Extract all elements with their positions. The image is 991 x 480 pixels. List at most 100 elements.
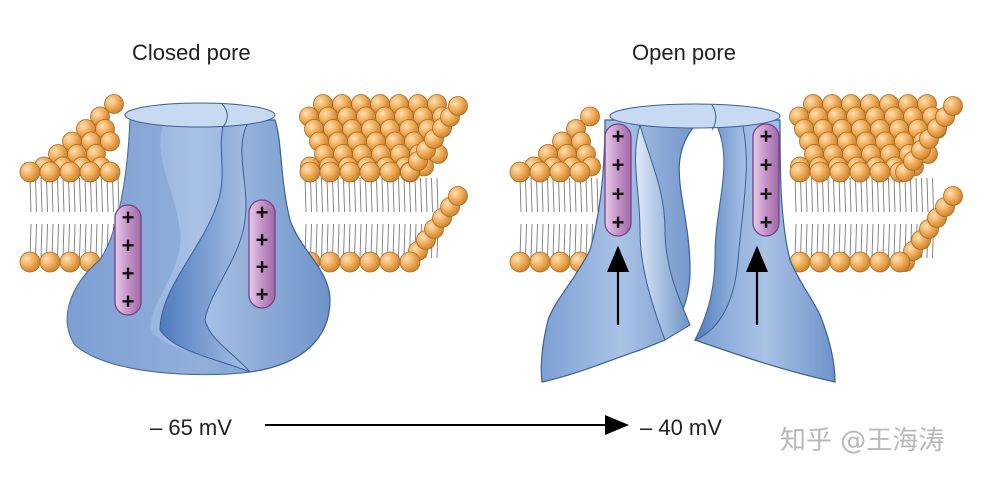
lipid-tail xyxy=(343,177,345,213)
lipid-tail xyxy=(899,177,901,213)
lipid-head xyxy=(869,161,891,183)
positive-charge: + xyxy=(760,153,773,178)
closed-sensor-left: ++++ xyxy=(114,204,142,316)
closed-top-cleft xyxy=(221,103,228,129)
lipid-tail xyxy=(893,223,896,259)
lipid-tail xyxy=(921,177,923,213)
lipid-tail xyxy=(365,177,367,213)
lipid-tail xyxy=(332,177,334,213)
positive-charge: + xyxy=(256,255,269,280)
lipid-tail xyxy=(425,177,428,213)
lipid-tail xyxy=(326,177,329,213)
lipid-tail xyxy=(910,177,912,213)
lipid-tail xyxy=(62,223,65,259)
lipid-tail xyxy=(822,177,824,213)
positive-charge: + xyxy=(256,200,269,225)
lipid-head xyxy=(829,251,851,273)
lipid-head xyxy=(849,251,871,273)
lipid-head xyxy=(809,161,831,183)
lipid-tail xyxy=(800,177,802,213)
lipid-tail xyxy=(574,177,577,213)
lipid-tail xyxy=(84,223,87,259)
lipid-tail xyxy=(844,177,846,213)
lipid-tail xyxy=(68,177,70,213)
lipid-tail xyxy=(536,177,538,213)
lipid-head xyxy=(789,161,811,183)
lipid-tail xyxy=(35,177,37,213)
lipid-tail xyxy=(73,177,76,213)
lipid-tail xyxy=(838,177,841,213)
open-sensor-left: ++++ xyxy=(604,123,632,237)
sensor-helix xyxy=(604,123,632,237)
closed-pore-inner xyxy=(159,117,251,373)
lipid-head xyxy=(943,186,963,206)
lipid-head xyxy=(359,251,381,273)
lipid-tail xyxy=(112,177,114,213)
sensor-helix xyxy=(752,123,780,237)
lipid-head xyxy=(569,161,591,183)
closed-sensor-right: ++++ xyxy=(248,199,276,309)
positive-charge: + xyxy=(122,205,135,230)
lipid-tail xyxy=(866,177,868,213)
lipid-tail xyxy=(871,223,874,259)
lipid-tail xyxy=(46,177,48,213)
lipid-tail xyxy=(310,177,312,213)
lipid-head xyxy=(19,161,41,183)
lipid-head xyxy=(319,251,341,273)
lipid-tail xyxy=(354,223,356,259)
lipid-tail xyxy=(525,223,527,259)
lipid-head xyxy=(448,186,468,206)
lipid-tail xyxy=(343,223,345,259)
lipid-tail xyxy=(888,177,890,213)
closed-channel-top xyxy=(124,102,276,128)
lipid-head xyxy=(549,161,571,183)
lipid-tail xyxy=(855,177,857,213)
lipid-tail xyxy=(833,223,835,259)
lipid-tail xyxy=(915,177,918,213)
lipid-head xyxy=(104,94,124,114)
positive-charge: + xyxy=(122,289,135,314)
positive-charge: + xyxy=(760,210,773,235)
positive-charge: + xyxy=(256,282,269,307)
open-channel-top xyxy=(609,103,781,129)
depolarized-voltage-label: – 40 mV xyxy=(640,415,722,440)
lipid-tail xyxy=(547,223,549,259)
lipid-tail xyxy=(403,223,406,259)
lipid-tail xyxy=(833,177,835,213)
lipid-tail xyxy=(811,177,813,213)
lipid-head xyxy=(19,251,41,273)
open-top-cleft xyxy=(711,104,717,131)
lipid-tail xyxy=(414,177,417,213)
lipid-tail xyxy=(888,223,890,259)
lipid-tail xyxy=(381,223,384,259)
lipid-head xyxy=(59,251,81,273)
lipid-tail xyxy=(387,177,389,213)
lipid-tail xyxy=(101,223,103,259)
resting-voltage-label: – 65 mV xyxy=(150,415,232,440)
lipid-tail xyxy=(321,177,323,213)
lipid-head xyxy=(379,251,401,273)
lipid-tail xyxy=(569,177,571,213)
lipid-head xyxy=(100,131,120,152)
lipid-head xyxy=(59,161,81,183)
lipid-tail xyxy=(370,177,373,213)
positive-charge: + xyxy=(256,227,269,252)
lipid-tail xyxy=(794,177,797,213)
positive-charge: + xyxy=(122,233,135,258)
sensor-movement-arrows xyxy=(607,245,768,325)
lipid-tail xyxy=(580,177,582,213)
lipid-head xyxy=(943,96,963,116)
lipid-head xyxy=(399,251,421,273)
lipid-tail xyxy=(871,177,874,213)
voltage-sensors: ++++++++++++++++ xyxy=(114,123,780,316)
lipid-head xyxy=(869,251,891,273)
lipid-tail xyxy=(420,177,422,213)
lipid-head xyxy=(339,251,361,273)
positive-charge: + xyxy=(612,153,625,178)
lipid-tail xyxy=(376,177,378,213)
lipid-tail xyxy=(90,177,92,213)
lipid-tail xyxy=(519,177,522,213)
lipid-head xyxy=(299,161,321,183)
lipid-tail xyxy=(866,223,868,259)
lipid-tail xyxy=(849,223,852,259)
